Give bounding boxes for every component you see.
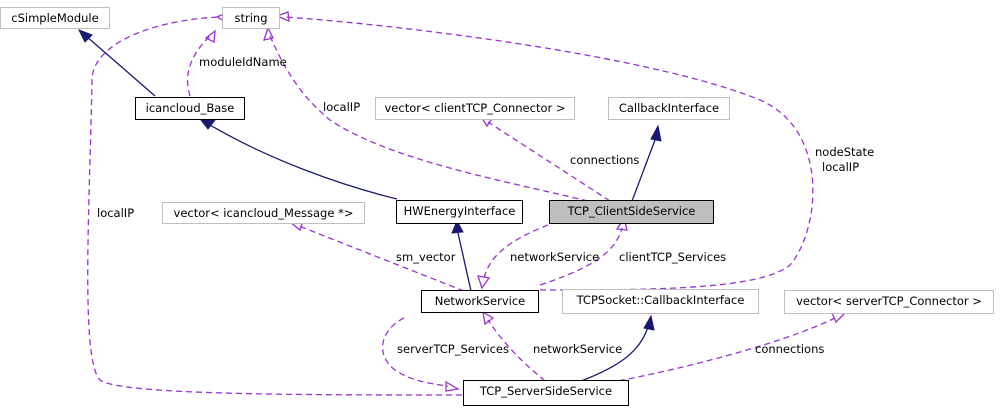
arrowhead-base — [199, 119, 217, 130]
arrowhead-network — [477, 275, 491, 290]
node-vector-icancloud-message[interactable]: vector< icancloud_Message *> — [162, 202, 365, 224]
edge-label-networkservice-server: networkService — [533, 342, 623, 356]
arrowhead-string-1 — [204, 29, 216, 44]
node-callback-interface[interactable]: CallbackInterface — [608, 97, 730, 120]
edge-server-to-tcpsocket — [580, 326, 649, 382]
node-hwenergy-interface[interactable]: HWEnergyInterface — [396, 200, 523, 224]
edge-label-servertcp-services: serverTCP_Services — [397, 342, 509, 356]
arrowhead-string-3 — [275, 11, 290, 23]
arrowhead-hwenergy — [451, 219, 464, 234]
edge-server-to-string — [87, 16, 463, 396]
arrowhead-callback — [650, 124, 662, 142]
edge-label-moduleidname: moduleIdName — [199, 55, 287, 69]
edge-client-to-callback — [631, 139, 656, 202]
edge-server-to-vector-server — [529, 317, 836, 396]
edge-base-to-csimplemodule — [85, 35, 156, 97]
edge-label-localip-server: localIP — [97, 206, 135, 220]
edge-label-localip-network: localIP — [822, 160, 860, 174]
node-network-service[interactable]: NetworkService — [421, 290, 539, 313]
edge-label-networkservice-client: networkService — [510, 250, 600, 264]
node-tcp-server-side-service[interactable]: TCP_ServerSideService — [463, 380, 629, 406]
edge-network-to-server — [381, 317, 449, 387]
node-string[interactable]: string — [222, 7, 280, 29]
edge-server-to-network — [487, 319, 546, 382]
edge-network-to-client — [539, 227, 623, 286]
node-vector-client-connector[interactable]: vector< clientTCP_Connector > — [375, 97, 575, 120]
node-tcp-client-side-service[interactable]: TCP_ClientSideService — [549, 200, 714, 224]
edge-hwenergy-to-base — [209, 124, 398, 200]
edge-label-sm-vector: sm_vector — [396, 250, 456, 264]
arrowhead-tcpsocket — [643, 314, 655, 331]
arrowhead-vector-server — [830, 312, 847, 324]
edge-label-localip-client: localIP — [323, 100, 361, 114]
arrowhead-csimplemodule — [77, 29, 93, 43]
arrowhead-server — [445, 380, 460, 392]
edge-client-to-network — [483, 224, 549, 279]
edge-label-connections-server: connections — [755, 342, 825, 356]
edge-network-to-hwenergy — [457, 232, 472, 292]
node-csimplemodule[interactable]: cSimpleModule — [0, 7, 110, 29]
edge-client-to-string-localIP — [269, 35, 589, 202]
edge-network-to-string — [284, 16, 814, 291]
edge-label-connections-client: connections — [570, 153, 640, 167]
node-icancloud-base[interactable]: icancloud_Base — [135, 97, 245, 120]
arrowhead-network-2 — [482, 310, 495, 326]
edge-client-to-vector-client — [487, 121, 611, 202]
arrowhead-string-2 — [263, 26, 274, 41]
edge-label-clienttcp-services: clientTCP_Services — [619, 250, 727, 264]
node-tcpsocket-callback-interface[interactable]: TCPSocket::CallbackInterface — [562, 289, 759, 314]
node-vector-server-connector[interactable]: vector< serverTCP_Connector > — [784, 290, 994, 314]
edge-label-nodestate: nodeState — [815, 145, 875, 159]
